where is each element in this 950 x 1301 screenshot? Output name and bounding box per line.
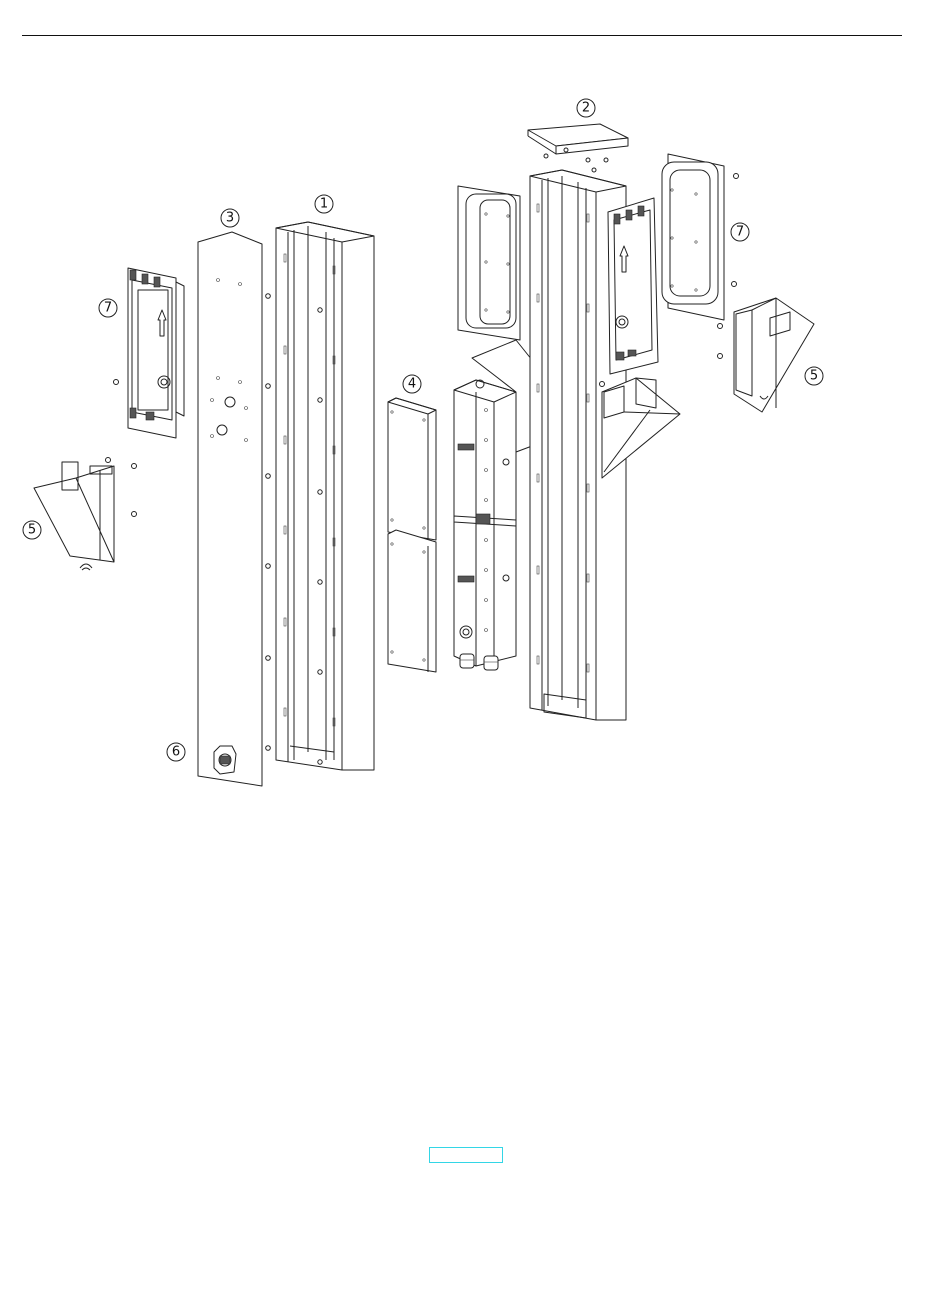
svg-text:7: 7 [104, 301, 112, 316]
display-module-right [662, 154, 724, 320]
svg-text:2: 2 [582, 101, 590, 116]
page-number-box [429, 1147, 503, 1163]
svg-text:3: 3 [226, 211, 234, 226]
top-cap [528, 124, 628, 154]
main-column-left [276, 222, 374, 770]
foot-cover-right [734, 298, 814, 412]
callout-7-right: 7 [731, 223, 749, 241]
front-panel [198, 232, 262, 786]
svg-text:5: 5 [810, 369, 818, 384]
callout-4: 4 [403, 375, 421, 393]
callout-6: 6 [167, 743, 185, 761]
callout-2: 2 [577, 99, 595, 117]
foot-cover-center [602, 378, 680, 478]
electrical-enclosure [454, 340, 532, 670]
mounting-bracket-right [608, 198, 658, 374]
svg-text:7: 7 [736, 225, 744, 240]
panel-screw-column [266, 294, 271, 751]
callout-7-left: 7 [99, 299, 117, 317]
cover-panels [388, 398, 436, 672]
callout-3: 3 [221, 209, 239, 227]
foot-cover-left [34, 462, 114, 570]
svg-text:4: 4 [408, 377, 416, 392]
svg-text:6: 6 [172, 745, 180, 760]
callout-5-right: 5 [805, 367, 823, 385]
callout-5-left: 5 [23, 521, 41, 539]
callout-1: 1 [315, 195, 333, 213]
svg-text:1: 1 [320, 197, 328, 212]
mounting-bracket-left [128, 268, 184, 438]
svg-text:5: 5 [28, 523, 36, 538]
display-module-center [458, 186, 520, 340]
